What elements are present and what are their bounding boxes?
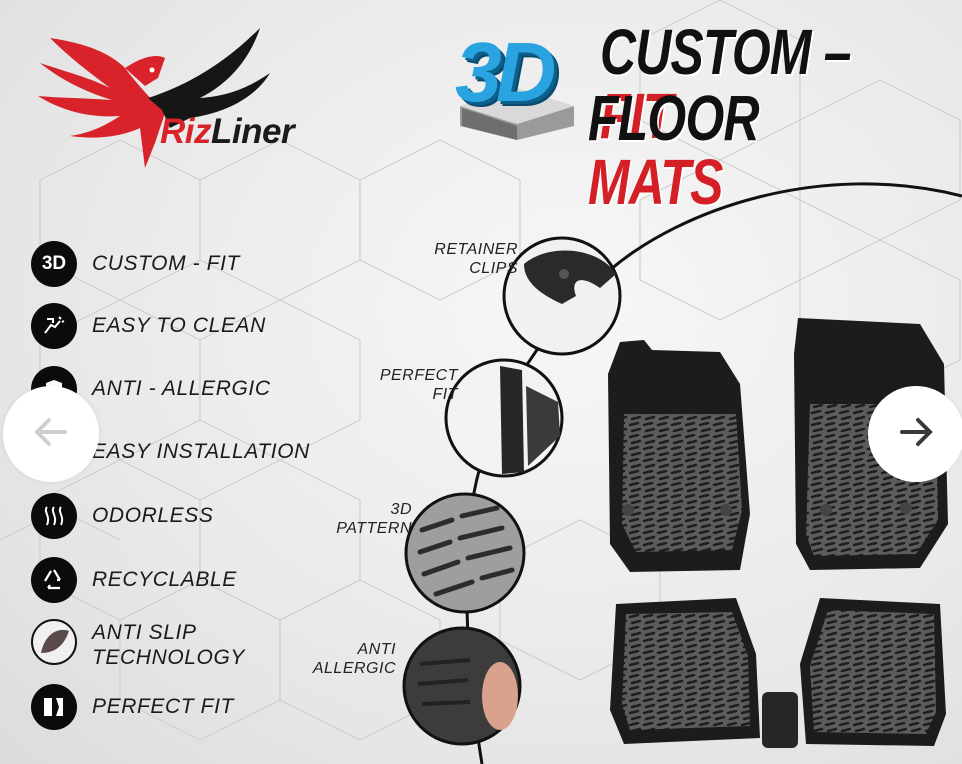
title-3d-badge: 3D [455, 25, 556, 119]
feature-label: EASY TO CLEAN [92, 314, 266, 337]
floor-mats-set [608, 318, 948, 748]
3d-cube-badge-icon [460, 88, 574, 140]
retainer-clips-detail [502, 236, 622, 356]
feature-label: RECYCLABLE [92, 568, 237, 591]
feature-label: ANTI - ALLERGIC [92, 377, 271, 400]
feature-label: ODORLESS [92, 504, 214, 527]
recycle-icon [31, 557, 77, 603]
feature-label: EASY INSTALLATION [92, 440, 310, 463]
arrow-right-icon [896, 412, 936, 457]
rubber-sample-icon [31, 619, 77, 665]
perfect-fit-detail [444, 358, 564, 478]
carousel-prev-button[interactable] [3, 386, 99, 482]
title-line-1: CUSTOM – FIT [600, 16, 852, 152]
title-line-2: FLOOR MATS [588, 82, 760, 218]
fit-bracket-icon [31, 684, 77, 730]
anti-allergic-detail [402, 626, 522, 746]
arrow-left-icon [31, 412, 71, 457]
feature-label: PERFECT FIT [92, 695, 234, 718]
brand-name: RizLiner [160, 112, 295, 151]
3d-badge-icon: 3D [31, 241, 77, 287]
carousel-next-button[interactable] [868, 386, 962, 482]
waves-icon [31, 493, 77, 539]
cleaning-hand-icon [31, 303, 77, 349]
3d-pattern-detail [404, 492, 526, 614]
rizliner-bird-logo-icon [38, 28, 270, 168]
feature-label: CUSTOM - FIT [92, 252, 240, 275]
